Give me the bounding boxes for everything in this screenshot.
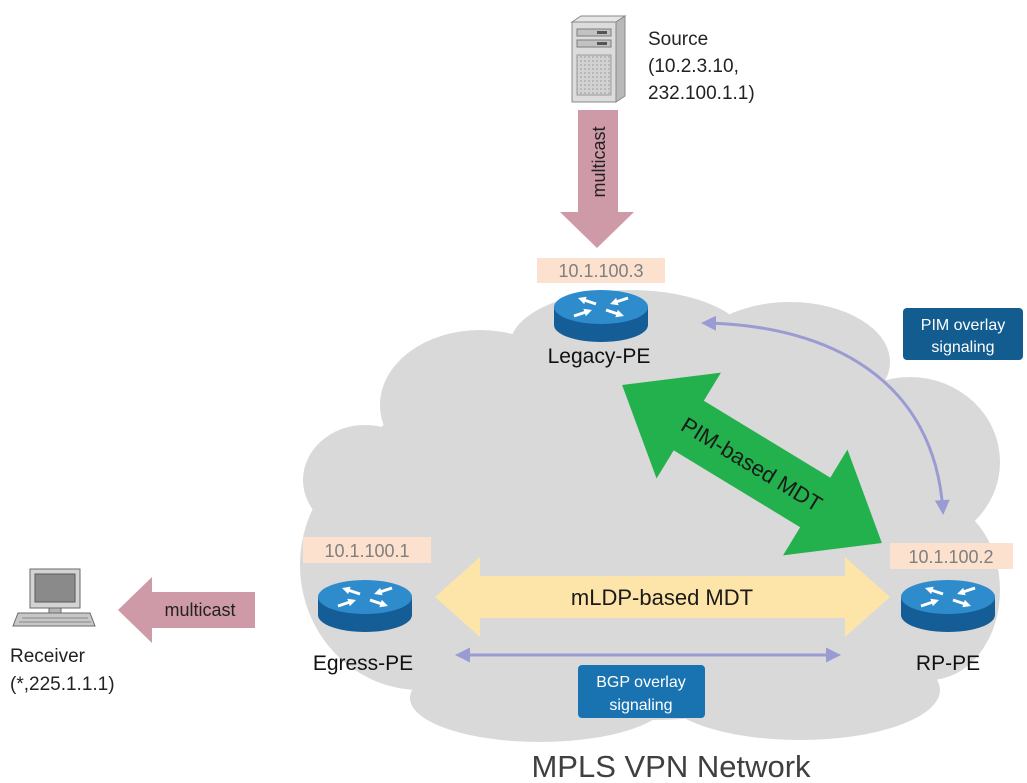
receiver-label: Receiver [10,646,86,667]
server-icon [570,15,627,103]
multicast-label: multicast [589,126,609,197]
diagram-title: MPLS VPN Network [531,749,811,783]
egress-pe-name: Egress-PE [313,652,413,675]
mldp-mdt-arrow-shape [435,557,890,637]
pim-overlay-badge: PIM overlay signaling [903,308,1023,360]
rp-pe-name: RP-PE [916,652,980,675]
source-address-line1: (10.2.3.10, [648,56,739,77]
mldp-mdt-label: mLDP-based MDT [571,585,753,610]
ip-label-text: 10.1.100.2 [908,547,993,567]
monitor-screen [34,573,76,603]
multicast-label: multicast [164,600,235,620]
server-bay [576,28,612,37]
router-icon [554,290,648,342]
badge-line: PIM overlay [921,317,1005,334]
mldp-mdt-arrow: mLDP-based MDT [435,557,890,637]
badge-line: BGP overlay [596,674,686,691]
legacy-pe-ip-label: 10.1.100.3 [537,258,665,283]
source-label: Source [648,29,708,50]
ip-label-bg [537,258,665,283]
ip-label-text: 10.1.100.1 [324,541,409,561]
badge-line: signaling [609,697,672,714]
badge-bg [578,665,705,718]
ip-label-text: 10.1.100.3 [558,261,643,281]
cloud-lobe [660,640,940,740]
server-grille [576,54,612,96]
egress-pe-ip-label: 10.1.100.1 [303,537,431,563]
server-side [615,15,626,103]
badge-bg [903,308,1023,360]
server-bay [576,39,612,48]
rp-pe-ip-label: 10.1.100.2 [890,543,1013,569]
receiver-group: (*,225.1.1.1) [10,674,115,695]
legacy-pe-name: Legacy-PE [548,345,651,368]
cloud-lobe [303,425,427,535]
ip-label-bg [303,537,431,563]
router-icon [318,580,412,632]
receiver-multicast-arrow: multicast [118,577,255,643]
pim-overlay-arrow [701,315,950,515]
ip-label-bg [890,543,1013,569]
pim-mdt-arrow-shape [622,372,882,556]
source-address-line2: 232.100.1.1) [648,83,755,104]
router-icon [901,580,995,632]
badge-line: signaling [931,339,994,356]
server-slot [597,42,607,45]
multicast-arrow-shape [560,110,634,248]
source-multicast-arrow: multicast [560,110,634,248]
keyboard [12,612,96,627]
monitor-stand [48,607,62,614]
server-slot [597,31,607,34]
computer-icon [12,568,96,627]
bgp-overlay-badge: BGP overlay signaling [578,665,705,718]
multicast-arrow-shape [118,577,255,643]
